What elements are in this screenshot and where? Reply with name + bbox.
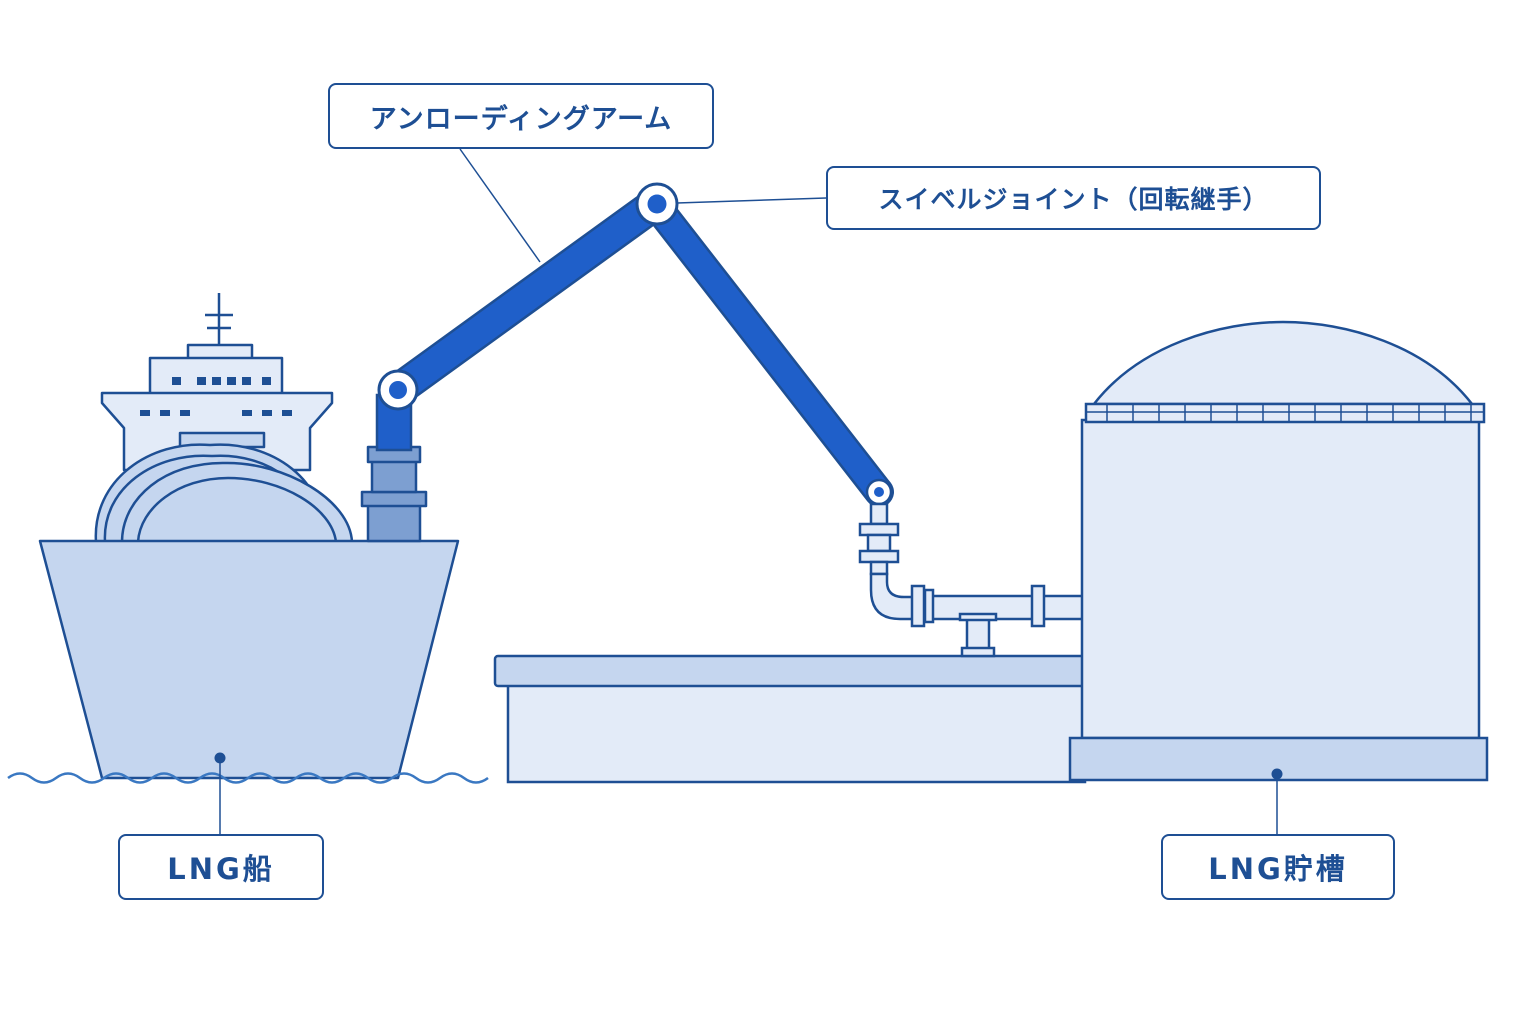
ship-windows-lower: [140, 410, 292, 416]
ship-hull: [38, 539, 460, 780]
leader-dot-ship: [214, 752, 226, 764]
swivel-joint: [635, 182, 679, 226]
pipe-flange: [858, 549, 900, 564]
ship-manifold: [360, 445, 428, 543]
jetty-body: [506, 683, 1087, 784]
lng-storage-tank: [1068, 320, 1489, 782]
pipe-flange: [923, 588, 935, 624]
tank-dome: [1091, 320, 1475, 406]
pipe-flange: [910, 584, 926, 628]
lng-ship-label: LNG船: [118, 834, 324, 900]
leader-swivel: [676, 197, 827, 204]
leader-arm: [459, 148, 541, 263]
jetty: [493, 654, 1087, 784]
leader-lines: [219, 148, 1278, 834]
ship-cargo-domes: [94, 431, 354, 544]
pipe-support: [965, 617, 991, 653]
water-surface: [7, 772, 489, 784]
lng-ship: [38, 293, 460, 780]
pipe-flange: [1030, 584, 1046, 628]
ship-mast: [205, 293, 233, 345]
lng-tank-label: LNG貯槽: [1161, 834, 1395, 900]
base-joint: [377, 369, 419, 411]
ship-wheelhouse: [148, 356, 284, 396]
swivel-joint-label: スイベルジョイント（回転継手）: [826, 166, 1321, 230]
jetty-deck: [493, 654, 1087, 688]
tank-railing: [1084, 402, 1486, 424]
end-joint: [865, 478, 893, 506]
unloading-arm-label: アンローディングアーム: [328, 83, 714, 149]
unloading-arm: [375, 182, 894, 507]
leader-dot-tank: [1271, 768, 1283, 780]
pipe-flange: [858, 522, 900, 537]
tank-body: [1080, 418, 1481, 740]
ship-windows-upper: [172, 377, 271, 385]
